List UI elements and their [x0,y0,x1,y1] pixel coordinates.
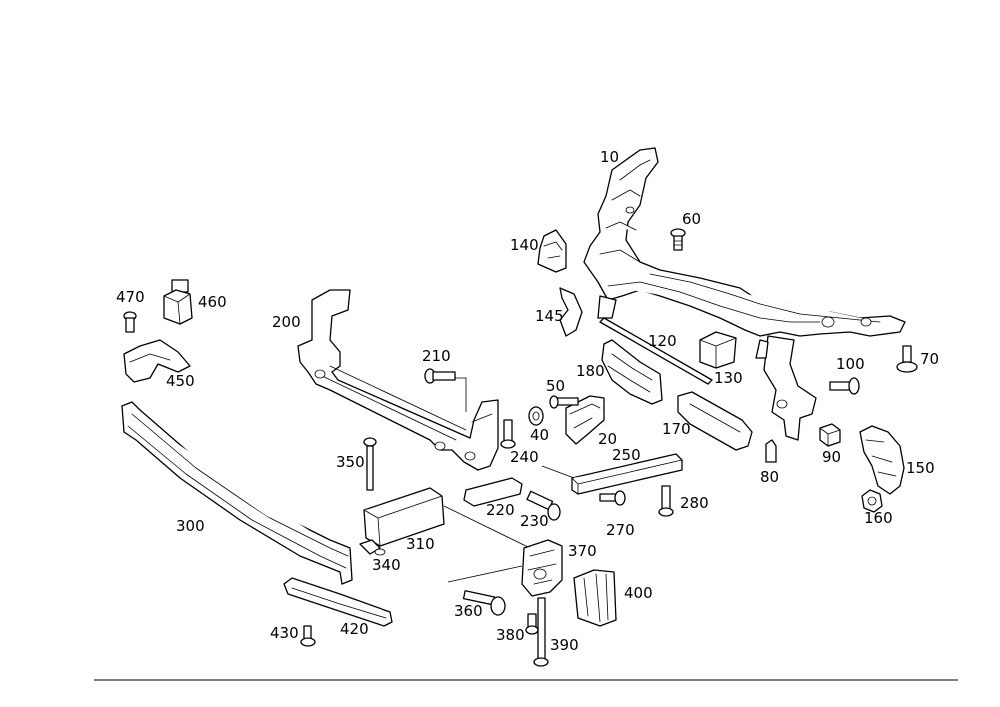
label-20: 20 [598,430,617,448]
label-230: 230 [520,512,549,530]
leader-250 [541,465,575,479]
label-120: 120 [648,332,677,350]
label-360: 360 [454,602,483,620]
part-450-bracket[interactable] [123,339,191,383]
part-10-front-carrier[interactable] [583,147,906,441]
part-160-nut[interactable] [861,489,883,513]
part-60-screw[interactable] [670,228,686,251]
label-60: 60 [682,210,701,228]
part-number-labels: 10 60 140 145 120 130 70 100 180 50 40 2… [116,148,939,654]
part-70-clip[interactable] [896,345,918,373]
label-300: 300 [176,517,205,535]
part-145-bracket[interactable] [559,287,583,337]
part-300-bumper-beam[interactable] [121,401,353,585]
label-370: 370 [568,542,597,560]
part-310-bracket[interactable] [363,487,445,547]
part-470-bolt[interactable] [123,311,137,333]
label-240: 240 [510,448,539,466]
part-360-bolt[interactable] [462,590,506,616]
part-460-mount[interactable] [163,279,193,325]
label-170: 170 [662,420,691,438]
part-140-bracket[interactable] [537,229,567,273]
label-420: 420 [340,620,369,638]
part-430-bolt[interactable] [300,625,316,647]
part-400-foam-block[interactable] [573,569,617,627]
part-280-bolt[interactable] [658,485,674,517]
label-50: 50 [546,377,565,395]
label-460: 460 [198,293,227,311]
label-400: 400 [624,584,653,602]
part-420-absorber[interactable] [283,577,393,627]
part-390-bolt[interactable] [533,597,549,667]
label-430: 430 [270,624,299,642]
part-20-bracket[interactable] [565,395,605,445]
label-270: 270 [606,521,635,539]
label-220: 220 [486,501,515,519]
leader-360 [447,565,523,583]
part-220-bracket[interactable] [463,477,523,507]
part-340-washer[interactable] [359,539,386,556]
label-200: 200 [272,313,301,331]
part-40-nut[interactable] [528,406,544,426]
part-100-bolt[interactable] [829,377,860,395]
part-240-bolt[interactable] [500,419,516,449]
part-270-bolt[interactable] [599,490,626,506]
label-130: 130 [714,369,743,387]
part-230-bolt[interactable] [526,490,561,521]
label-140: 140 [510,236,539,254]
label-40: 40 [530,426,549,444]
part-350-bolt[interactable] [363,437,377,491]
label-150: 150 [906,459,935,477]
label-70: 70 [920,350,939,368]
label-280: 280 [680,494,709,512]
part-180-air-duct[interactable] [601,339,663,405]
label-80: 80 [760,468,779,486]
part-50-screw[interactable] [549,395,579,409]
label-450: 450 [166,372,195,390]
label-180: 180 [576,362,605,380]
label-210: 210 [422,347,451,365]
label-10: 10 [600,148,619,166]
leader-310 [443,505,531,549]
part-250-bar[interactable] [571,453,683,495]
label-470: 470 [116,288,145,306]
part-200-cross-member[interactable] [297,289,499,471]
label-145: 145 [535,307,564,325]
part-130-bracket[interactable] [699,331,737,369]
part-150-guide[interactable] [859,425,905,495]
label-380: 380 [496,626,525,644]
part-210-bolt[interactable] [424,368,456,384]
label-250: 250 [612,446,641,464]
part-80-pin[interactable] [765,439,777,463]
label-90: 90 [822,448,841,466]
part-380-bolt[interactable] [525,613,539,635]
label-340: 340 [372,556,401,574]
label-350: 350 [336,453,365,471]
part-90-nut-clip[interactable] [819,423,841,447]
label-100: 100 [836,355,865,373]
part-170-panel[interactable] [677,391,753,451]
leader-210 [455,377,467,412]
label-310: 310 [406,535,435,553]
label-390: 390 [550,636,579,654]
label-160: 160 [864,509,893,527]
part-370-latch[interactable] [521,539,563,597]
part-120-strip[interactable] [599,317,713,385]
